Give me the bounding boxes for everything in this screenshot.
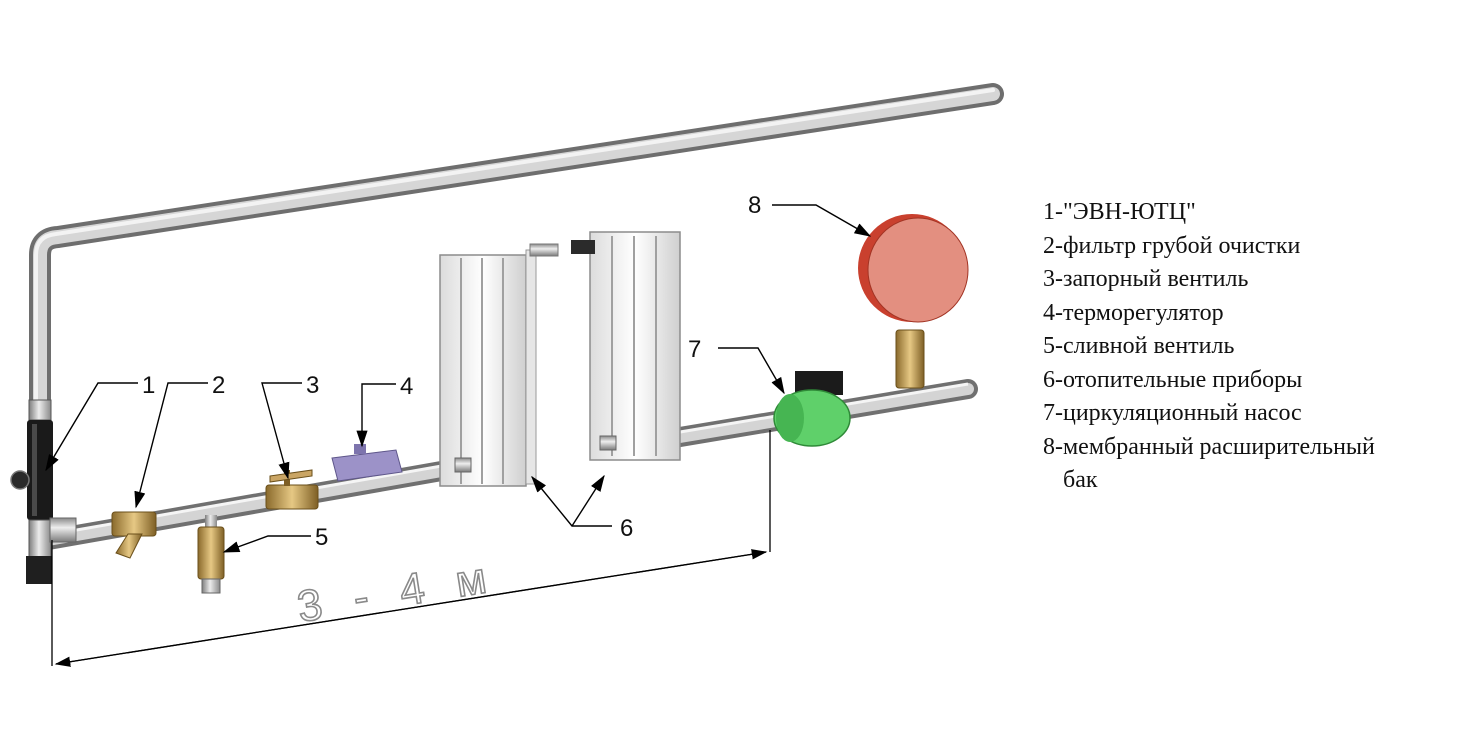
legend-item-1: 1-"ЭВН-ЮТЦ" [1043, 199, 1196, 225]
legend-item-4: 4-терморегулятор [1043, 299, 1224, 326]
callout-1: 1 [142, 372, 155, 399]
legend-item-2: 2-фильтр грубой очистки [1043, 232, 1301, 259]
callout-5: 5 [315, 524, 328, 551]
callout-7: 7 [688, 336, 701, 363]
dimension-line [51, 430, 771, 667]
return-pipe [29, 83, 1004, 571]
expansion-tank [858, 214, 969, 389]
legend: 1-"ЭВН-ЮТЦ" 2-фильтр грубой очистки 3-за… [1043, 196, 1458, 498]
drain-valve [197, 515, 225, 594]
callout-4: 4 [400, 373, 413, 400]
legend-item-3: 3-запорный вентиль [1043, 266, 1249, 292]
callout-6: 6 [620, 515, 633, 542]
callout-3: 3 [306, 372, 319, 399]
thermoregulator [331, 444, 403, 482]
radiator-1 [439, 243, 559, 487]
callout-numbers: 1 2 3 4 5 6 7 8 [142, 192, 761, 551]
coarse-filter [111, 511, 157, 559]
legend-item-6: 6-отопительные приборы [1043, 366, 1303, 393]
circulation-pump [773, 371, 851, 447]
legend-item-7: 7-циркуляционный насос [1043, 400, 1302, 426]
dimension-label: 3 - 4 м [294, 552, 500, 632]
radiator-2 [571, 231, 681, 461]
legend-item-5: 5-сливной вентиль [1043, 333, 1235, 359]
callout-leaders [45, 204, 872, 553]
electric-boiler [10, 399, 77, 584]
legend-item-8: 8-мембранный расширительный [1043, 433, 1375, 460]
callout-8: 8 [748, 192, 761, 219]
callout-2: 2 [212, 372, 225, 399]
shutoff-valve [265, 469, 319, 510]
legend-item-8-continuation: бак [1063, 467, 1098, 493]
